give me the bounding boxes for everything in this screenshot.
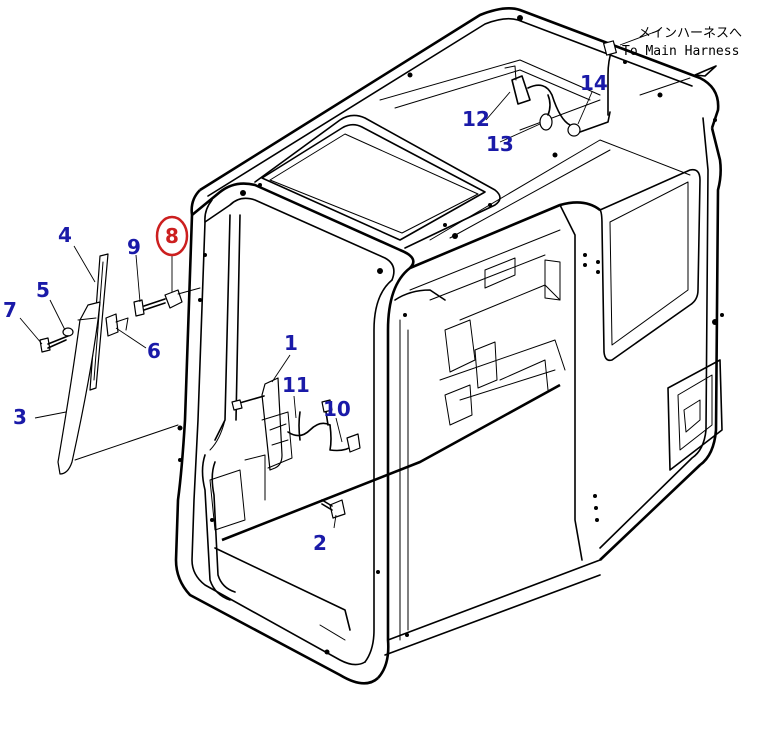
part-label-8: 8 — [165, 224, 179, 248]
bolt-9 — [133, 299, 145, 317]
bracket-6 — [105, 313, 119, 337]
part-label-10: 10 — [323, 397, 351, 421]
part-label-6: 6 — [147, 339, 161, 363]
part-label-5: 5 — [36, 278, 50, 302]
wiper-motor-assembly — [231, 377, 361, 519]
part-label-2: 2 — [313, 531, 327, 555]
part-labels: 1 2 3 4 5 6 7 8 9 10 11 12 13 14 — [3, 71, 608, 555]
cab-fastener-dots — [177, 15, 724, 655]
harness-label-en: To Main Harness — [622, 44, 739, 59]
harness-label-jp: メインハーネスへ — [638, 26, 742, 41]
part-label-4: 4 — [58, 223, 72, 247]
part-label-3: 3 — [13, 405, 27, 429]
cab-body — [174, 7, 724, 685]
part-label-9: 9 — [127, 235, 141, 259]
wiper-assembly — [39, 253, 201, 475]
part-label-12: 12 — [462, 107, 490, 131]
clip-8 — [164, 289, 183, 309]
leader-lines — [19, 91, 593, 529]
connector-10 — [346, 433, 361, 453]
part-8-highlight-ring — [155, 215, 189, 257]
part-label-7: 7 — [3, 298, 17, 322]
part-label-14: 14 — [580, 71, 608, 95]
wiper-arm — [57, 301, 101, 475]
wiper-motor — [261, 377, 283, 471]
part-label-11: 11 — [282, 373, 310, 397]
bolt-2 — [329, 499, 346, 519]
harness-annotation: メインハーネスへ To Main Harness — [622, 26, 742, 59]
top-harness-assembly — [504, 29, 717, 137]
part-label-1: 1 — [284, 331, 298, 355]
bolt-7-head — [39, 337, 51, 353]
part-label-13: 13 — [486, 132, 514, 156]
